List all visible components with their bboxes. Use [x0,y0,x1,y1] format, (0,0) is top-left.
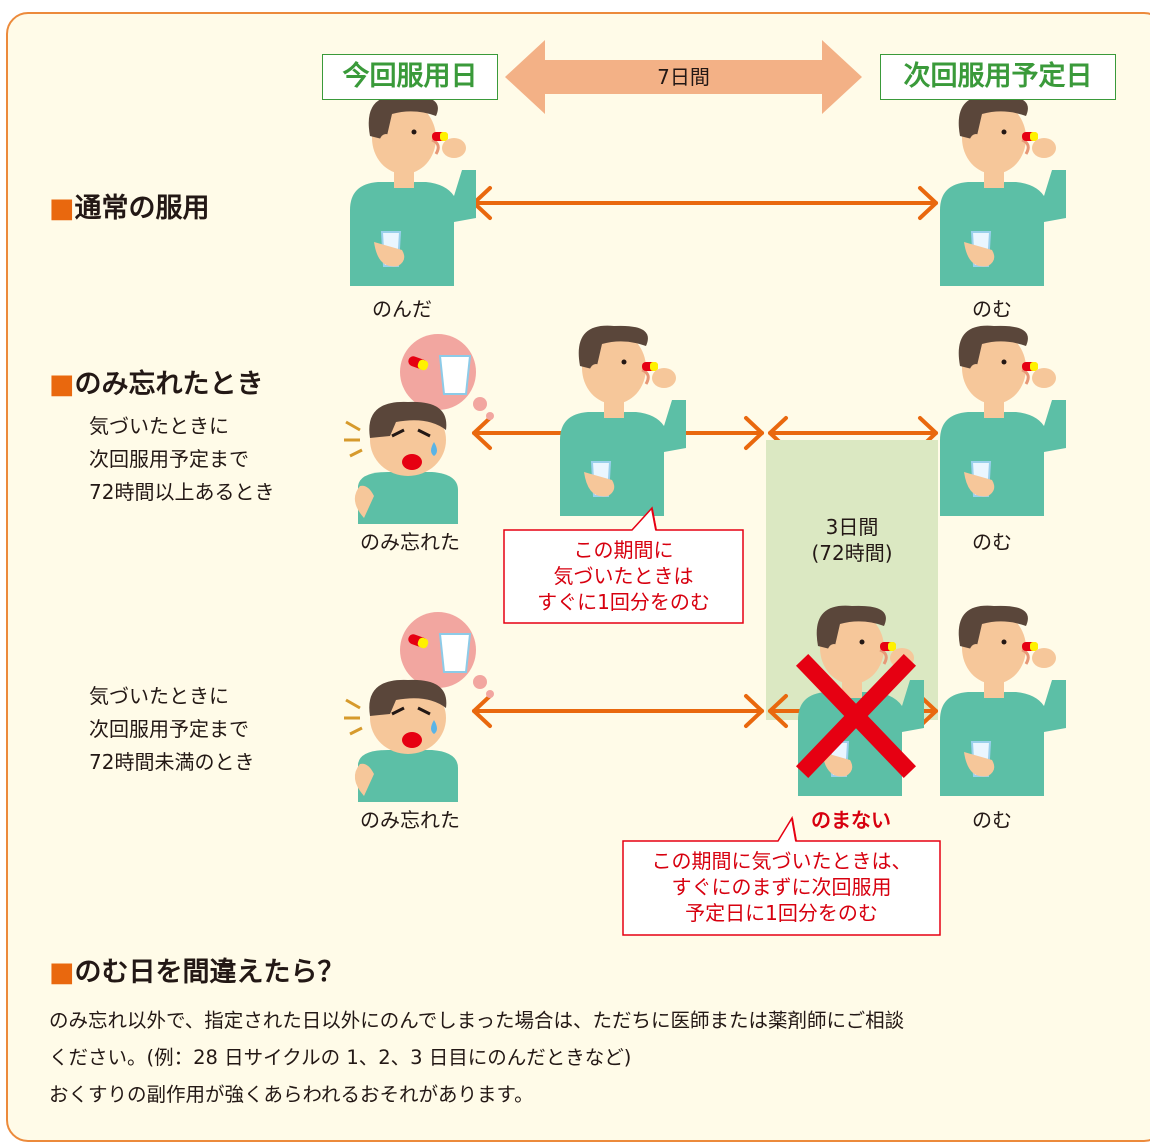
this-dose-day-box: 今回服用日 [322,54,498,100]
note-line-1: のみ忘れ以外で、指定された日以外にのんでしまった場合は、ただちに医師または薬剤師… [49,1009,905,1032]
label-forgot: のみ忘れた [360,808,460,832]
callout-line: すぐにのまずに次回服用 [671,875,892,899]
next-dose-day-label: 次回服用予定日 [903,61,1093,92]
this-dose-day-label: 今回服用日 [342,61,478,92]
section-wrong-day-title: のむ日を間違えたら？ [74,957,345,988]
condition-line: 次回服用予定まで [89,717,249,741]
label-take: のむ [972,808,1012,832]
label-forgot: のみ忘れた [360,530,460,554]
note-line-3: おくすりの副作用が強くあらわれるおそれがあります。 [49,1083,534,1106]
label-took: のんだ [372,297,432,321]
next-dose-day-box: 次回服用予定日 [880,54,1116,100]
condition-line: 次回服用予定まで [89,447,249,471]
span-72-hours: 3日間 (72時間) [766,514,938,566]
section-wrong-day: ■のむ日を間違えたら？ [49,950,345,989]
condition-line: 気づいたときに [89,684,229,708]
callout-line: すぐに1回分をのむ [537,590,710,614]
label-take: のむ [972,530,1012,554]
section-marker: ■ [49,193,75,224]
section-marker: ■ [49,957,75,988]
callout-line: この期間に [573,538,674,562]
section-forgot: ■のみ忘れたとき [49,362,264,401]
label-do-not-take: のまない [811,808,891,832]
section-normal: ■通常の服用 [49,186,210,225]
condition-line: 気づいたときに [89,414,229,438]
condition-over72: 気づいたときに 次回服用予定まで 72時間以上あるとき [89,410,274,509]
condition-under72: 気づいたときに 次回服用予定まで 72時間未満のとき [89,680,254,779]
section-marker: ■ [49,369,75,400]
callout-line: この期間に気づいたときは、 [651,849,912,873]
span-hours: (72時間) [811,541,893,565]
condition-line: 72時間未満のとき [89,750,255,774]
label-take: のむ [972,297,1012,321]
callout-skip: この期間に気づいたときは、 すぐにのまずに次回服用 予定日に1回分をのむ [623,848,940,926]
condition-line: 72時間以上あるとき [89,480,275,504]
note-line-2: ください。(例：28 日サイクルの 1、2、3 日目にのんだときなど) [49,1046,632,1069]
span-days: 3日間 [825,515,879,539]
section-normal-title: 通常の服用 [74,193,210,224]
interval-label: 7日間 [657,65,710,89]
section-forgot-title: のみ忘れたとき [74,369,264,400]
callout-line: 気づいたときは [553,564,694,588]
callout-take-now: この期間に 気づいたときは すぐに1回分をのむ [504,537,743,615]
callout-line: 予定日に1回分をのむ [685,901,878,925]
